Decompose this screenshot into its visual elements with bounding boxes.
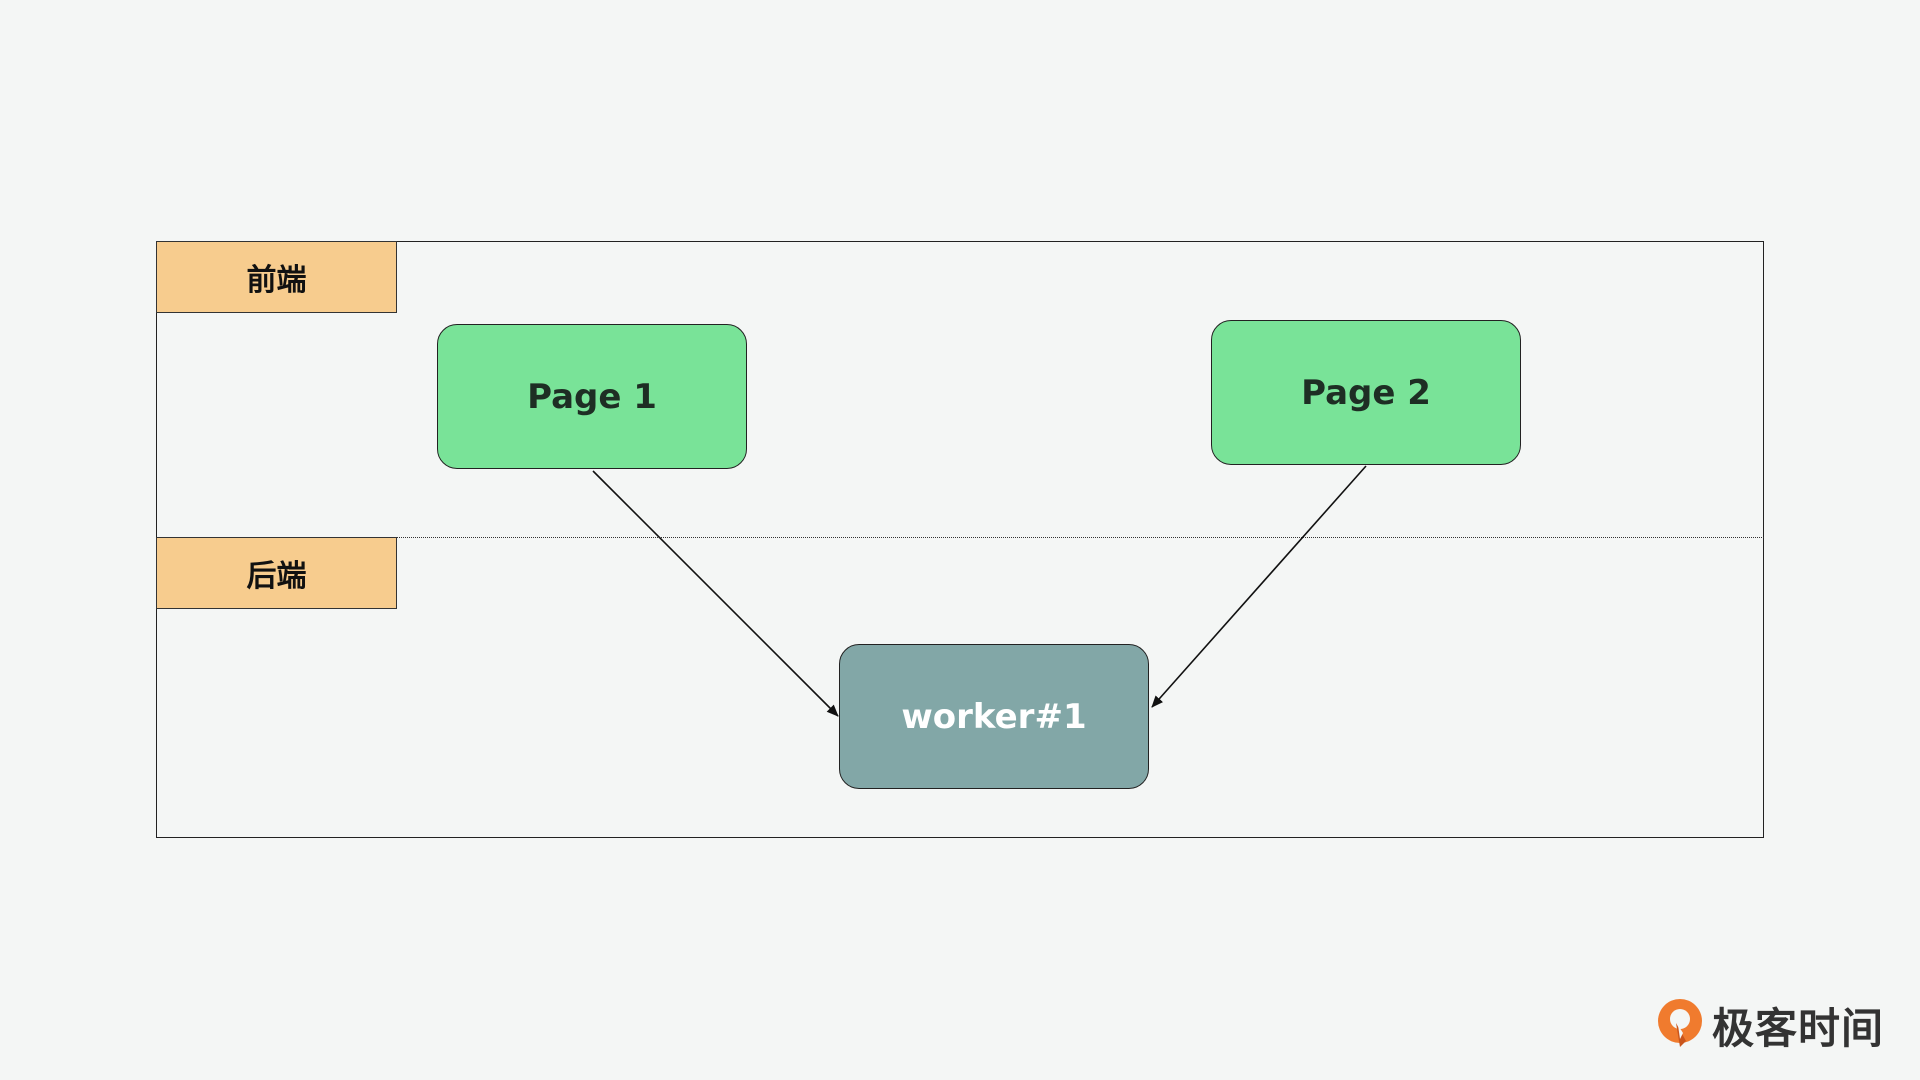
node-page-2[interactable]: Page 2 (1211, 320, 1521, 465)
node-worker-1[interactable]: worker#1 (839, 644, 1149, 789)
logo-text: 极客时间 (1711, 1004, 1884, 1053)
lane-divider (156, 537, 1764, 538)
lane-label-backend: 后端 (156, 537, 397, 609)
geektime-logo: 极客时间 (1656, 995, 1884, 1056)
lane-label-frontend: 前端 (156, 241, 397, 313)
node-page-1[interactable]: Page 1 (437, 324, 747, 469)
geektime-logo-icon (1657, 998, 1702, 1047)
